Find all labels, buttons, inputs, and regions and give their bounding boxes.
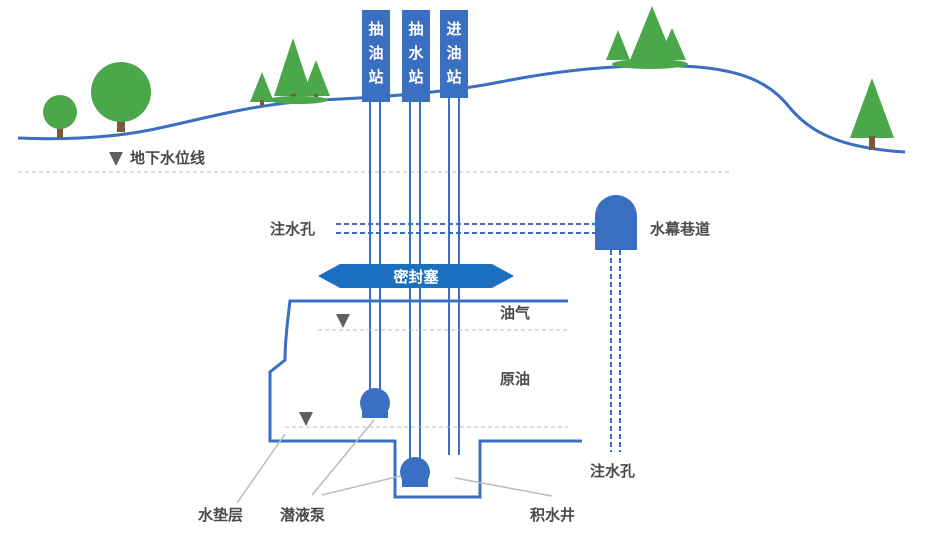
tree-icon <box>43 95 77 138</box>
water-cushion-layer-label: 水垫层 <box>198 506 243 524</box>
station-water-extraction: 抽 水 站 <box>402 10 430 102</box>
svg-text:油: 油 <box>446 44 461 62</box>
water-level-marker-icon <box>336 314 350 328</box>
injection-hole-vertical <box>610 250 621 452</box>
pine-tree-icon <box>658 28 686 60</box>
water-curtain-tunnel-shape <box>595 195 637 250</box>
groundwater-level-label: 地下水位线 <box>130 149 205 167</box>
pump-icon <box>360 388 390 418</box>
submersible-pump-label: 潜液泵 <box>280 506 325 524</box>
svg-text:站: 站 <box>446 68 461 86</box>
svg-text:抽: 抽 <box>368 20 383 38</box>
water-level-marker-icon <box>109 152 123 166</box>
svg-text:抽: 抽 <box>408 20 423 38</box>
tree-icon <box>91 62 151 132</box>
sump-well-label: 积水井 <box>530 506 575 524</box>
callout-lines <box>236 419 553 504</box>
pine-tree-icon <box>606 30 630 60</box>
station-oil-extraction: 抽 油 站 <box>362 10 390 102</box>
svg-text:进: 进 <box>446 20 461 38</box>
water-level-marker-icon <box>299 412 313 426</box>
cavern-outline <box>268 299 582 499</box>
svg-text:站: 站 <box>368 68 383 86</box>
station-oil-input: 进 油 站 <box>440 10 468 98</box>
oil-gas-label: 油气 <box>500 304 530 322</box>
seal-plug-label: 密封塞 <box>393 268 439 286</box>
ground-surface-line <box>17 64 906 154</box>
crude-oil-label: 原油 <box>500 370 530 388</box>
pine-tree-icon <box>630 6 674 60</box>
injection-hole-lower-label: 注水孔 <box>590 462 635 480</box>
pump-icon <box>400 457 430 487</box>
water-curtain-tunnel-label: 水幕巷道 <box>650 220 710 238</box>
svg-text:水: 水 <box>408 44 424 62</box>
svg-text:油: 油 <box>368 44 383 62</box>
seal-plug-shape <box>318 264 514 288</box>
injection-hole-horizontal <box>336 223 596 234</box>
pine-tree-icon <box>850 78 894 150</box>
svg-text:站: 站 <box>408 68 423 86</box>
pipe-oil-extraction <box>369 102 381 392</box>
injection-hole-upper-label: 注水孔 <box>270 220 315 238</box>
pine-tree-icon <box>250 72 274 106</box>
